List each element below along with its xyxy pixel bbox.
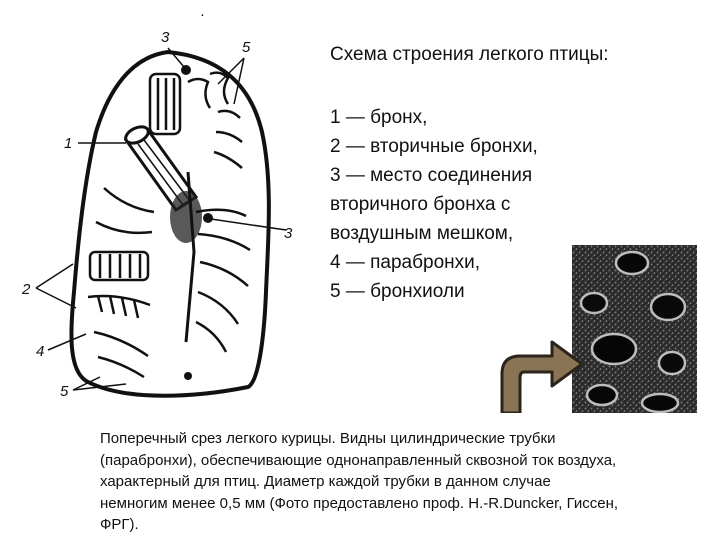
dot-mark: . [201,12,205,20]
curved-arrow-icon [500,338,590,413]
caption-line: (парабронхи), обеспечивающие однонаправл… [100,451,617,469]
parabronchi-left [87,187,155,379]
label-2: 2 [21,281,31,298]
parabronchi-micrograph [572,245,697,413]
lung-structure-diagram: 1 2 3 5 3 4 5 . [18,12,318,407]
caption-line: характерный для птиц. Диаметр каждой тру… [100,473,551,490]
label-5-bottom: 5 [60,383,69,400]
lung-outline [69,49,271,398]
photo-caption: Поперечный срез легкого курицы. Видны ци… [100,428,700,536]
caption-line: ФРГ). [100,516,139,533]
label-3-top: 3 [161,29,170,46]
diagram-title: Схема строения легкого птицы: [330,44,609,65]
legend-item: 4 — парабронхи, [330,252,481,273]
legend-item: 2 — вторичные бронхи, [330,136,538,157]
legend-item: 1 — бронх, [330,107,428,128]
legend-item: 3 — место соединения [330,165,533,186]
label-3-right: 3 [284,225,293,242]
legend-item: 5 — бронхиоли [330,281,465,302]
label-1: 1 [64,135,72,152]
caption-line: Поперечный срез легкого курицы. Видны ци… [100,430,556,447]
legend-list: 1 — бронх, 2 — вторичные бронхи, 3 — мес… [330,103,538,306]
secondary-bronchi-right [195,208,251,353]
label-4: 4 [36,343,44,360]
label-5-top: 5 [242,39,251,56]
legend-item: воздушным мешком, [330,223,514,244]
caption-line: немногим менее 0,5 мм (Фото предоставлен… [100,494,619,512]
legend-item: вторичного бронха с [330,194,511,215]
parabronchi-upper [148,71,243,169]
bronchus [123,125,202,243]
